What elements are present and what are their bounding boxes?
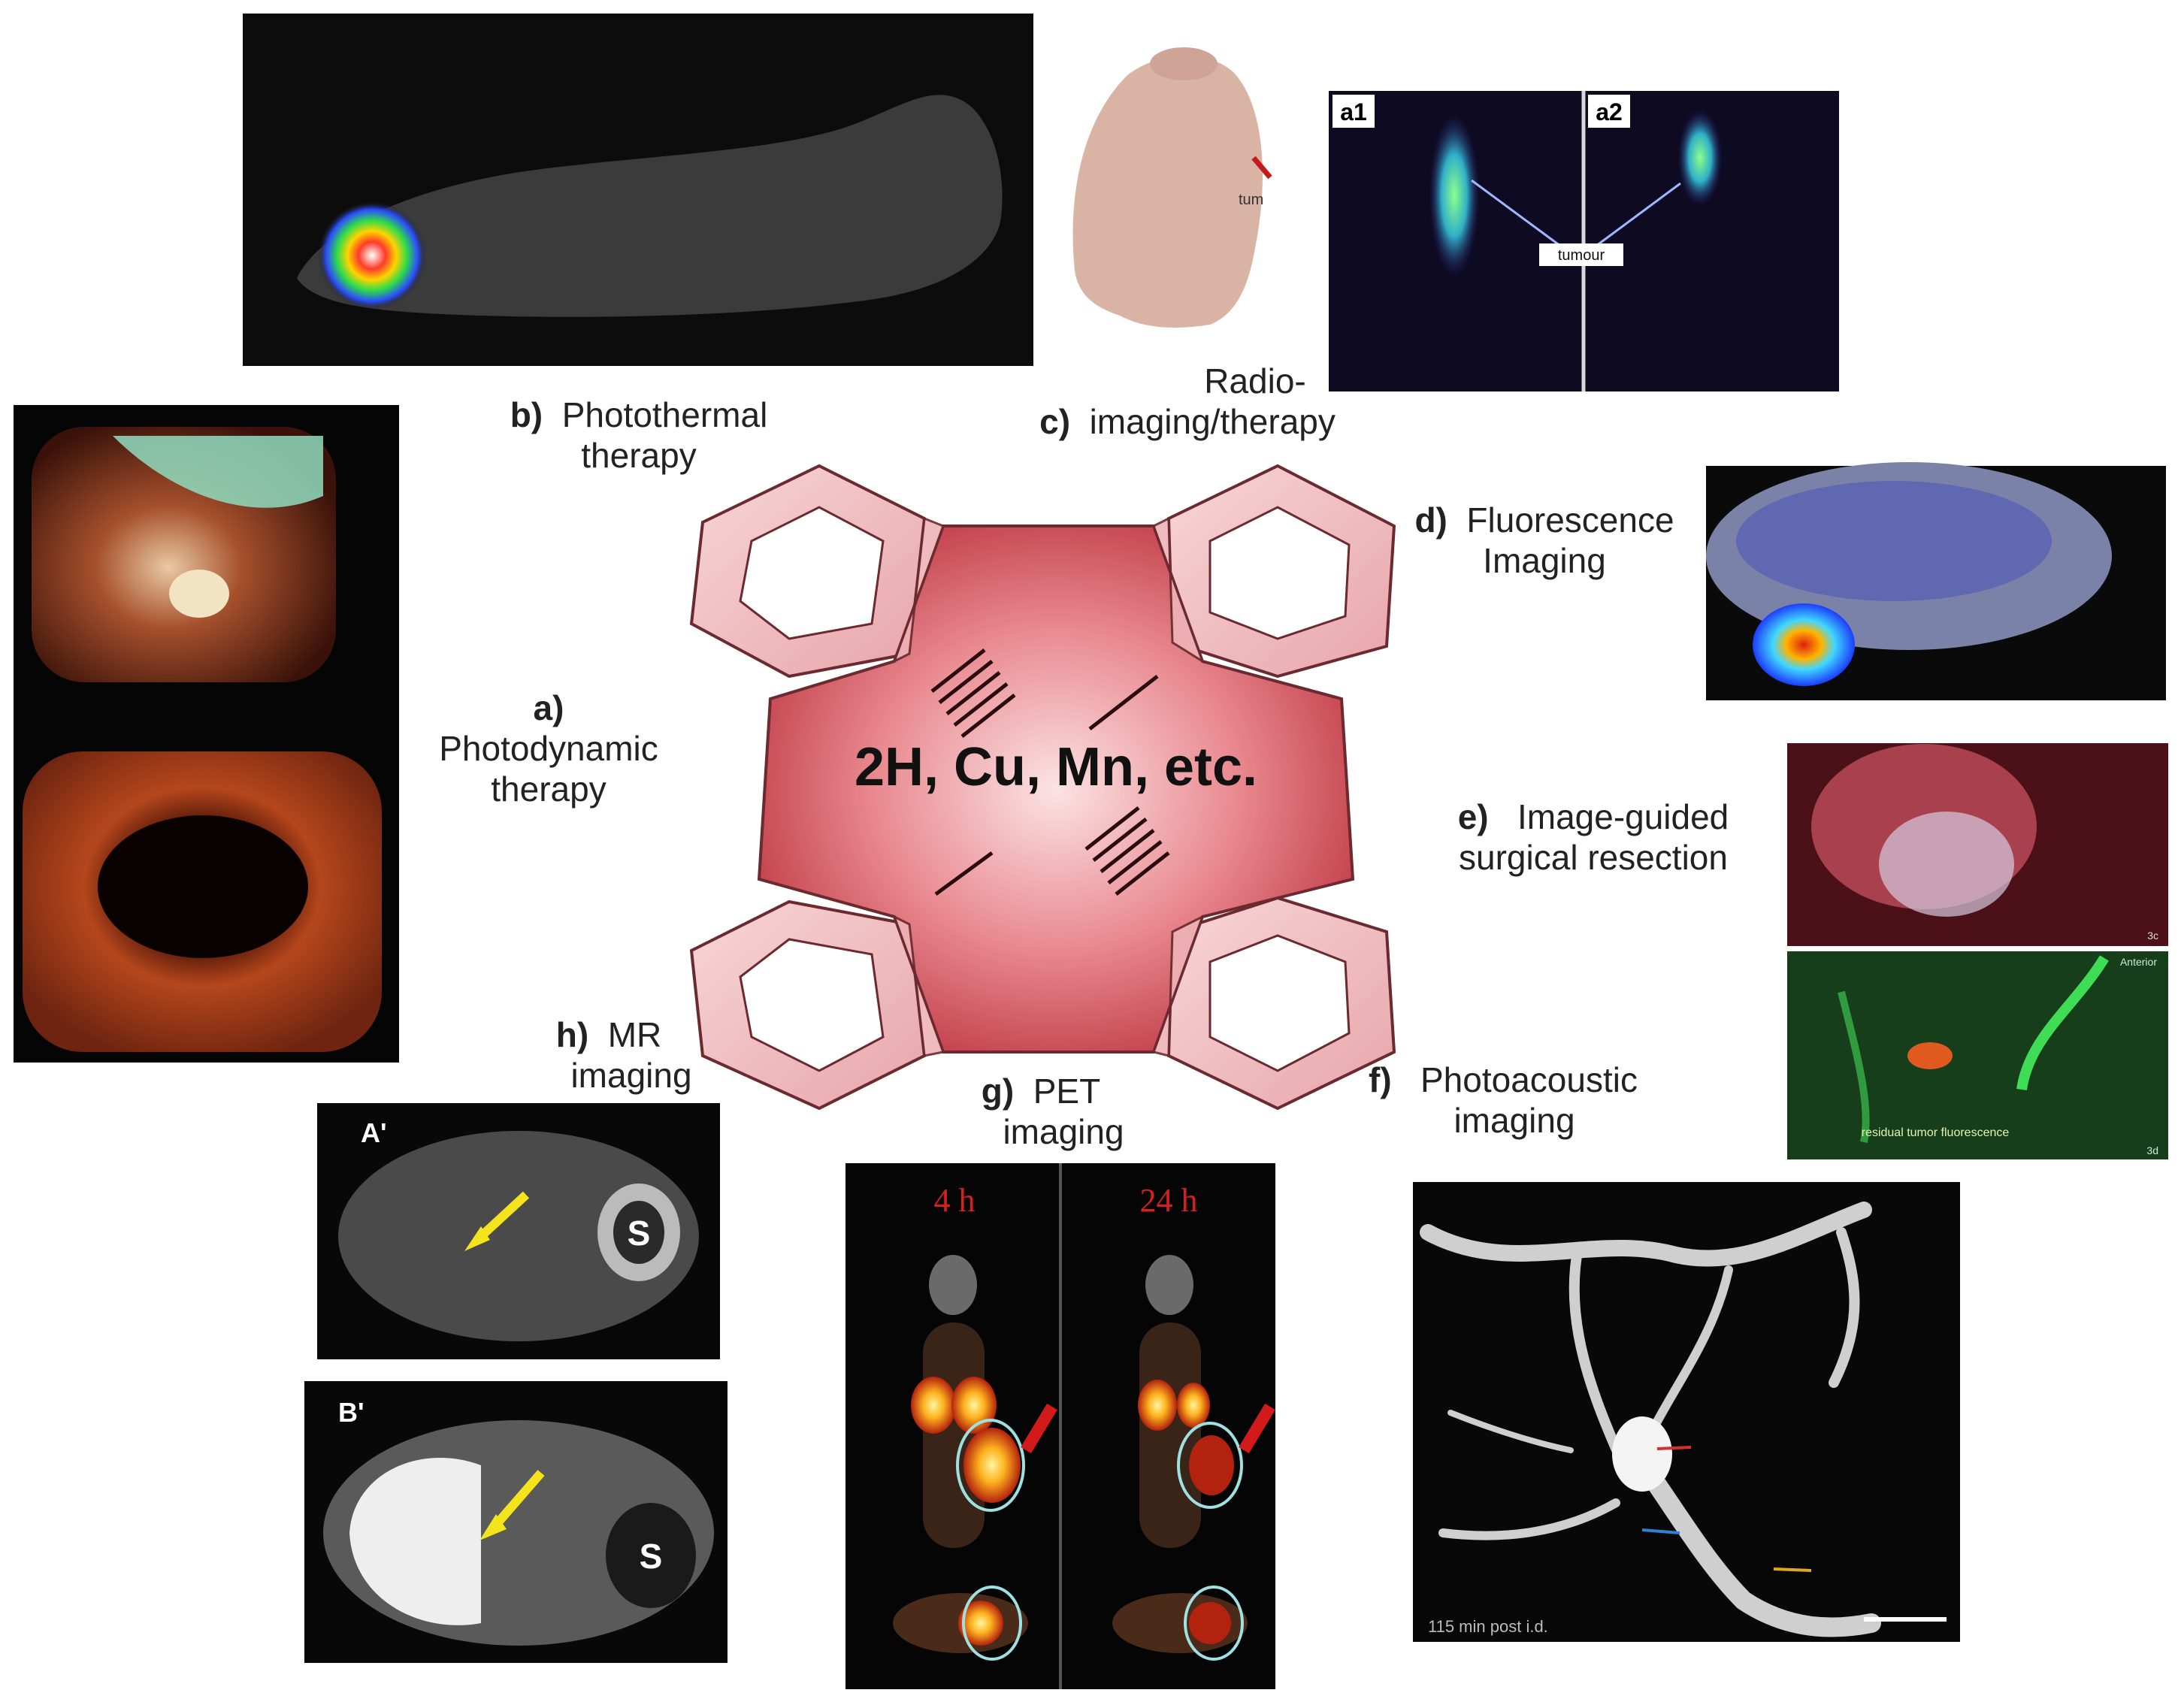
label-h-letter: h): [555, 1015, 589, 1054]
label-a-letter: a): [533, 688, 564, 727]
label-e-line1: Image-guided: [1517, 797, 1729, 836]
photoacoustic-caption: 115 min post i.d.: [1428, 1617, 1548, 1636]
label-h: h) MR imaging: [496, 1014, 721, 1096]
label-c-line1: Radio-: [1204, 361, 1306, 401]
label-f-line1: Photoacoustic: [1420, 1060, 1638, 1099]
mr-s-mark-b: S: [640, 1537, 663, 1576]
residual-tumor-label: residual tumor fluorescence: [1862, 1126, 2010, 1139]
label-e: e) Image-guided surgical resection: [1402, 797, 1785, 878]
label-d-letter: d): [1414, 500, 1447, 540]
label-f-line2: imaging: [1453, 1101, 1575, 1140]
label-g-line2: imaging: [1003, 1112, 1124, 1151]
mouse-photo: tum: [1052, 44, 1278, 335]
label-d-line1: Fluorescence: [1466, 500, 1674, 540]
pet-images: 4 h 24 h: [845, 1163, 1275, 1689]
pet-time-4h: 4 h: [934, 1182, 976, 1219]
fluorescence-image: [1706, 462, 2166, 700]
macrocycle: 2H, Cu, Mn, etc.: [689, 464, 1396, 1111]
label-g-letter: g): [981, 1072, 1015, 1111]
label-g-line1: PET: [1033, 1072, 1101, 1111]
label-f: f) Photoacoustic imaging: [1323, 1060, 1683, 1141]
pet-time-24h: 24 h: [1140, 1182, 1198, 1219]
label-f-letter: f): [1369, 1060, 1392, 1099]
radio-imaging-panels: tumour a1 a2: [1329, 91, 1839, 391]
surgery-tag-bottom: 3d: [2146, 1144, 2158, 1156]
mr-tag-a: A': [361, 1117, 387, 1148]
panel-a1-tag: a1: [1340, 98, 1367, 125]
photothermal-image: [243, 14, 1033, 366]
surgery-tag-top: 3c: [2147, 930, 2158, 942]
mr-images: A' S B' S: [304, 1103, 728, 1663]
label-b-letter: b): [510, 395, 543, 434]
label-c: Radio- c) imaging/therapy: [1007, 361, 1368, 442]
label-b-line1: Photothermal: [561, 395, 768, 434]
surgical-resection-images: 3c Anterior residual tumor fluorescence …: [1787, 743, 2168, 1159]
center-metal-label: 2H, Cu, Mn, etc.: [855, 737, 1257, 797]
mouse-tumor-tag: tum: [1239, 192, 1263, 208]
panel-a2-tag: a2: [1596, 98, 1623, 125]
label-b: b) Photothermal therapy: [473, 395, 804, 476]
photoacoustic-image: 115 min post i.d.: [1413, 1182, 1960, 1642]
label-h-line2: imaging: [570, 1056, 692, 1095]
tumour-label: tumour: [1558, 247, 1605, 264]
label-a-line1: Photodynamic: [439, 729, 658, 768]
mr-s-mark-a: S: [628, 1214, 651, 1253]
label-h-line1: MR: [607, 1015, 662, 1054]
label-e-line2: surgical resection: [1459, 838, 1728, 877]
surgery-anterior: Anterior: [2120, 956, 2157, 968]
photodynamic-images: [14, 405, 399, 1063]
mr-tag-b: B': [338, 1397, 365, 1428]
label-g: g) PET imaging: [913, 1071, 1169, 1152]
label-e-letter: e): [1457, 797, 1489, 836]
label-c-letter: c): [1039, 402, 1071, 441]
label-b-line2: therapy: [581, 436, 697, 475]
label-d-line2: Imaging: [1483, 541, 1606, 580]
label-d: d) Fluorescence Imaging: [1383, 500, 1706, 581]
label-a-line2: therapy: [491, 769, 607, 809]
label-a: a) Photodynamic therapy: [391, 688, 706, 809]
label-c-line2: imaging/therapy: [1089, 402, 1336, 441]
